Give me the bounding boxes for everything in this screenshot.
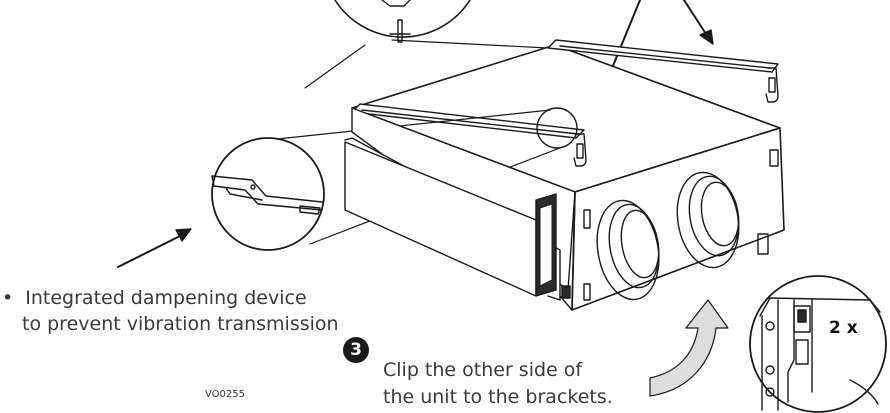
rotate-clip-arrow <box>649 299 729 397</box>
unit-left-side <box>344 107 576 301</box>
step-number-badge: 3 <box>343 337 369 363</box>
duct-spigot-right <box>676 171 740 269</box>
back-bracket <box>547 39 779 103</box>
step-instruction-line-2: the unit to the brackets. <box>383 386 613 408</box>
dampening-label-line-2: to prevent vibration transmission <box>22 313 339 335</box>
zoom-pointer-arrow <box>117 228 192 268</box>
figure-reference: VO0255 <box>205 389 245 400</box>
dampener-highlight-circle <box>536 107 578 149</box>
bullet-marker: • <box>2 287 14 309</box>
top-detail-leaders <box>304 39 549 89</box>
front-bracket <box>351 103 587 167</box>
dampener-zoom-circle <box>211 137 325 251</box>
top-detail-circle <box>334 0 471 43</box>
front-latches <box>561 149 779 301</box>
clip-detail-circle <box>749 275 887 413</box>
step-instruction-line-1: Clip the other side of <box>383 359 583 381</box>
dampening-label-line-1: Integrated dampening device <box>25 287 307 309</box>
duct-spigot-left <box>596 199 660 301</box>
quantity-label: 2 x <box>829 318 858 338</box>
bullet-line-1: • Integrated dampening device <box>2 286 307 310</box>
